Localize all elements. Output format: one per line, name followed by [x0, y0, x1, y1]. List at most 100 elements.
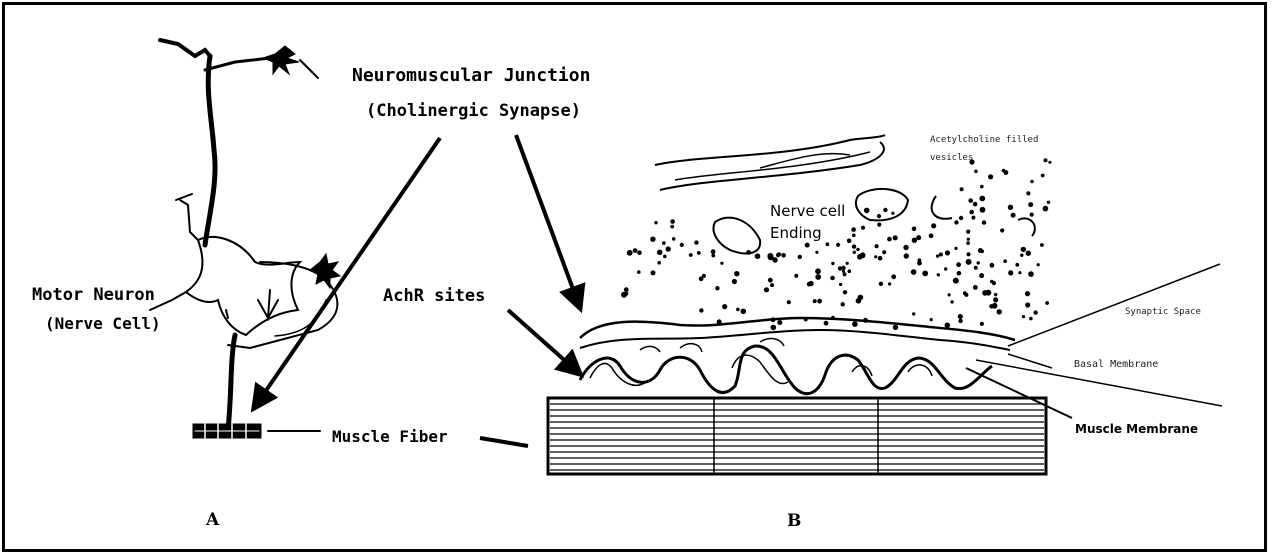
vesicle-dot [624, 287, 629, 292]
vesicle-dot [856, 248, 859, 251]
vesicle-dot [798, 255, 802, 259]
vesicle-dot [1044, 158, 1048, 162]
vesicle-dot [657, 261, 661, 265]
vesicle-dot [1037, 263, 1040, 266]
vesicle-dot [959, 216, 963, 220]
panel-a-label: A [206, 512, 219, 529]
acetylcholine-vesicle-dots [621, 158, 1052, 330]
vesicle-dot [637, 250, 642, 255]
vesicle-dot [1047, 201, 1050, 204]
vesicle-dot [878, 256, 883, 261]
vesicle-dot [736, 308, 740, 312]
vesicle-dot [966, 259, 972, 265]
vesicle-dot [1033, 310, 1037, 314]
vesicle-dot [771, 317, 776, 322]
acetylcholine-vesicles-label-line1: Acetylcholine filled [930, 136, 1038, 145]
vesicle-dot [877, 214, 881, 218]
muscle-fiber-label: Muscle Fiber [332, 429, 448, 445]
vesicle-dot [657, 250, 663, 256]
basal-membrane-label: Basal Membrane [1074, 360, 1158, 370]
vesicle-dot [625, 292, 629, 296]
vesicle-dot [697, 251, 701, 255]
vesicle-dot [1025, 302, 1030, 307]
vesicle-dot [1048, 161, 1051, 164]
vesicle-dot [875, 244, 879, 248]
vesicle-dot [680, 243, 684, 247]
vesicle-dot [958, 314, 963, 319]
vesicle-dot [654, 221, 657, 224]
vesicle-dot [954, 220, 958, 224]
vesicle-dot [813, 299, 817, 303]
vesicle-dot [917, 261, 922, 266]
vesicle-dot [776, 253, 780, 257]
vesicle-dot [911, 269, 917, 275]
vesicle-dot [650, 237, 655, 242]
vesicle-dot [893, 235, 898, 240]
vesicle-dot [877, 223, 881, 227]
vesicle-dot [852, 244, 856, 248]
vesicle-dot [863, 318, 868, 323]
vesicle-dot [633, 248, 638, 253]
motor-neuron-label: Motor Neuron [32, 287, 155, 304]
vesicle-dot [903, 245, 908, 250]
vesicle-dot [992, 303, 998, 309]
vesicle-dot [891, 274, 896, 279]
vesicle-dot [974, 266, 978, 270]
vesicle-dot [1043, 206, 1049, 212]
vesicle-dot [627, 250, 633, 256]
vesicle-dot [891, 212, 894, 215]
vesicle-dot [715, 286, 719, 290]
vesicle-dot [771, 325, 777, 331]
vesicle-dot [807, 282, 812, 287]
vesicle-dot [830, 276, 835, 281]
vesicle-dot [861, 226, 865, 230]
vesicle-dot [672, 237, 676, 241]
vesicle-dot [755, 253, 761, 259]
vesicle-dot [815, 274, 821, 280]
vesicle-dot [777, 320, 782, 325]
panel-b-label: B [787, 513, 801, 530]
vesicle-dot [1000, 228, 1004, 232]
vesicle-dot [772, 257, 777, 262]
vesicle-dot [848, 269, 852, 273]
vesicle-dot [954, 247, 957, 250]
muscle-fiber-pointer-line [480, 438, 528, 446]
acetylcholine-vesicles-label-line2: vesicles [930, 154, 973, 163]
vesicle-dot [888, 282, 891, 285]
vesicle-dot [699, 276, 704, 281]
vesicle-dot [666, 246, 671, 251]
vesicle-dot [980, 185, 984, 189]
vesicle-dot [912, 227, 917, 232]
vesicle-dot [839, 283, 842, 286]
vesicle-dot [804, 318, 808, 322]
vesicle-dot [990, 280, 994, 284]
vesicle-dot [711, 249, 716, 254]
vesicle-dot [787, 300, 791, 304]
vesicle-dot [936, 254, 939, 257]
vesicle-dot [817, 299, 822, 304]
vesicle-dot [741, 309, 747, 315]
vesicle-dot [1029, 317, 1033, 321]
vesicle-dot [966, 252, 970, 256]
vesicle-dot [852, 234, 856, 238]
vesicle-dot [1028, 202, 1033, 207]
vesicle-dot [968, 198, 973, 203]
vesicle-dot [967, 238, 970, 241]
vesicle-dot [734, 271, 739, 276]
vesicle-dot [887, 237, 892, 242]
neuromuscular-junction-title: Neuromuscular Junction [352, 67, 590, 85]
vesicle-dot [994, 293, 997, 296]
vesicle-dot [853, 251, 856, 254]
vesicle-dot [836, 243, 840, 247]
vesicle-dot [948, 293, 951, 296]
vesicle-dot [990, 263, 995, 268]
vesicle-dot [966, 230, 970, 234]
vesicle-dot [826, 242, 830, 246]
vesicle-dot [1015, 263, 1019, 267]
vesicle-dot [893, 325, 898, 330]
vesicle-dot [852, 321, 858, 327]
vesicle-dot [931, 223, 936, 228]
vesicle-dot [1026, 251, 1031, 256]
vesicle-dot [982, 220, 986, 224]
nerve-cell-label: (Nerve Cell) [45, 316, 161, 332]
